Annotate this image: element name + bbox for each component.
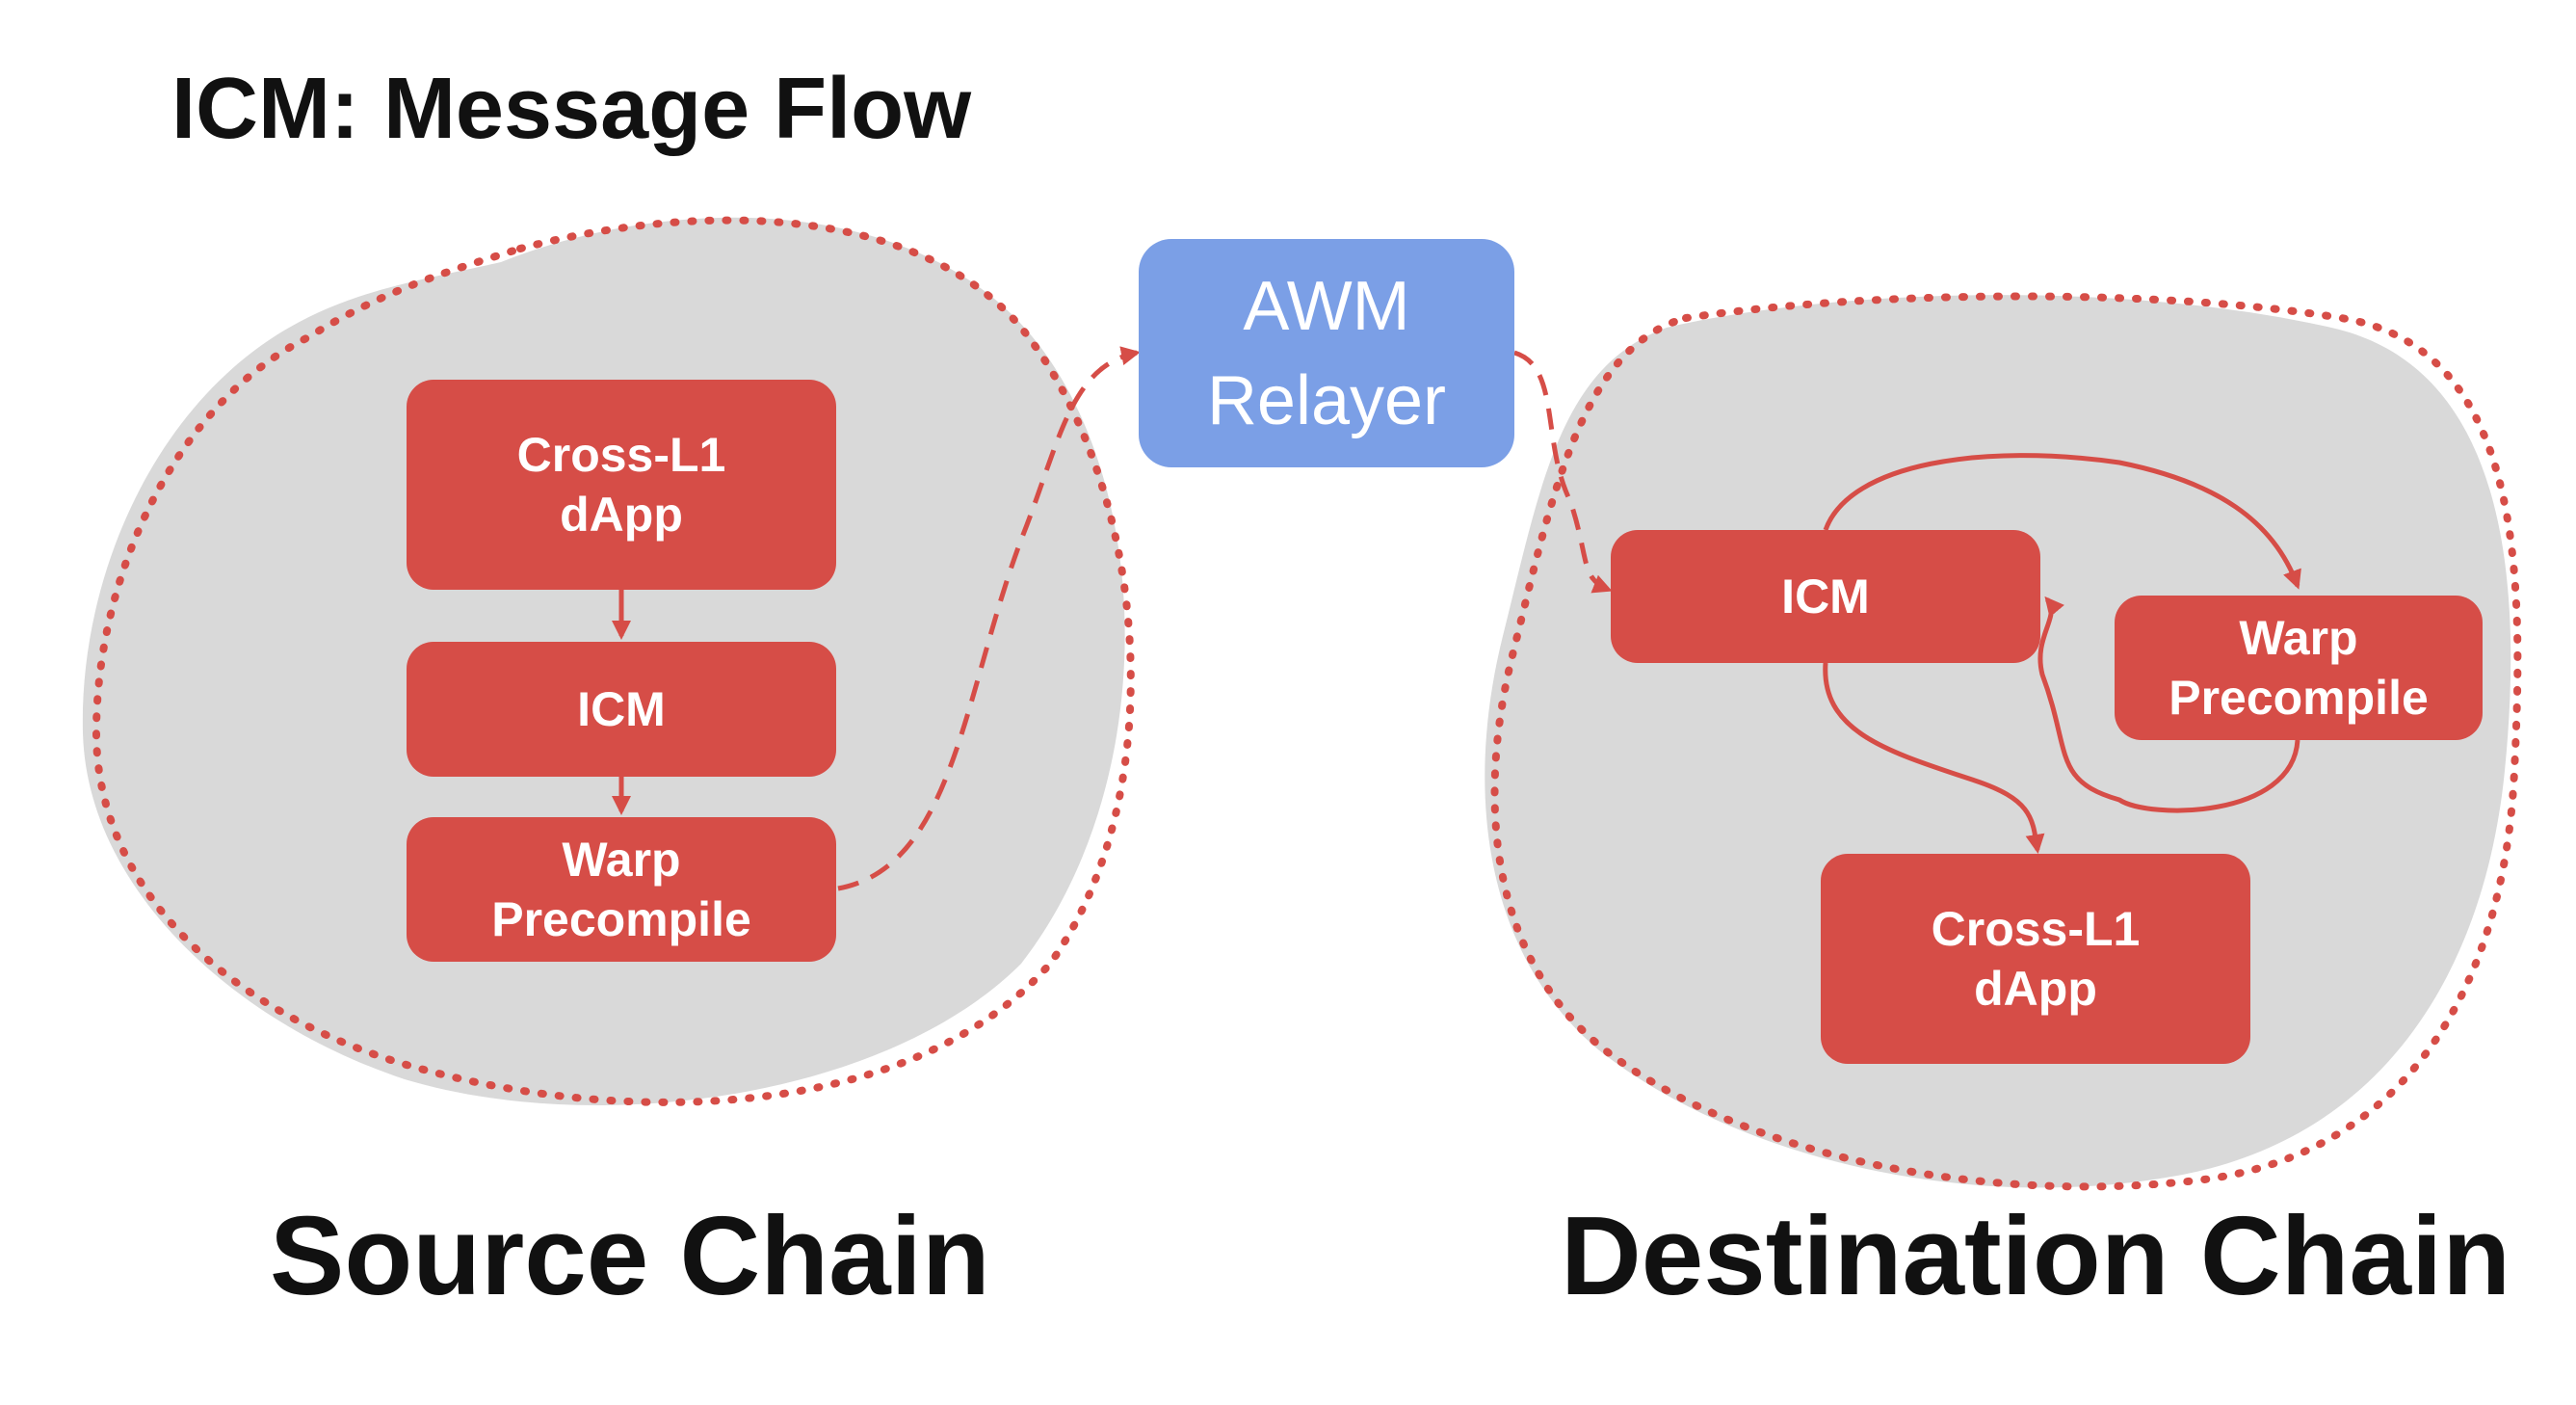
source-chain-dotted-border bbox=[92, 216, 1135, 1106]
destination-warp-line1: Warp bbox=[2239, 611, 2358, 665]
destination-chain-region bbox=[1485, 295, 2511, 1188]
source-warp-line1: Warp bbox=[562, 833, 681, 887]
page-title: ICM: Message Flow bbox=[171, 61, 972, 157]
source-icm-node: ICM bbox=[407, 642, 836, 777]
destination-warp-precompile-node: Warp Precompile bbox=[2115, 596, 2483, 740]
source-warp-line2: Precompile bbox=[491, 892, 751, 946]
awm-relayer-node: AWM Relayer bbox=[1139, 239, 1514, 467]
source-warp-to-relayer-arrow bbox=[837, 346, 1141, 891]
destination-chain-label: Destination Chain bbox=[1561, 1193, 2511, 1318]
destination-warp-line2: Precompile bbox=[2169, 671, 2429, 725]
destination-warp-to-icm-arrow bbox=[2037, 596, 2300, 813]
source-dapp-line2: dApp bbox=[560, 488, 683, 542]
destination-dapp-line1: Cross-L1 bbox=[1931, 902, 2141, 956]
awm-relayer-line2: Relayer bbox=[1206, 361, 1447, 439]
relayer-to-destination-icm-arrow bbox=[1513, 350, 1613, 594]
destination-icm-to-warp-arrow bbox=[1823, 453, 2301, 590]
source-cross-l1-dapp-node: Cross-L1 dApp bbox=[407, 380, 836, 590]
source-icm-label: ICM bbox=[577, 682, 666, 736]
source-dapp-line1: Cross-L1 bbox=[516, 428, 726, 482]
destination-cross-l1-dapp-node: Cross-L1 dApp bbox=[1821, 854, 2250, 1064]
awm-relayer-line1: AWM bbox=[1243, 267, 1410, 345]
destination-icm-label: ICM bbox=[1781, 570, 1870, 623]
destination-icm-node: ICM bbox=[1611, 530, 2040, 663]
source-chain-label: Source Chain bbox=[270, 1193, 990, 1318]
destination-dapp-line2: dApp bbox=[1974, 962, 2097, 1016]
destination-icm-to-dapp-arrow bbox=[1823, 662, 2045, 854]
source-warp-precompile-node: Warp Precompile bbox=[407, 817, 836, 962]
